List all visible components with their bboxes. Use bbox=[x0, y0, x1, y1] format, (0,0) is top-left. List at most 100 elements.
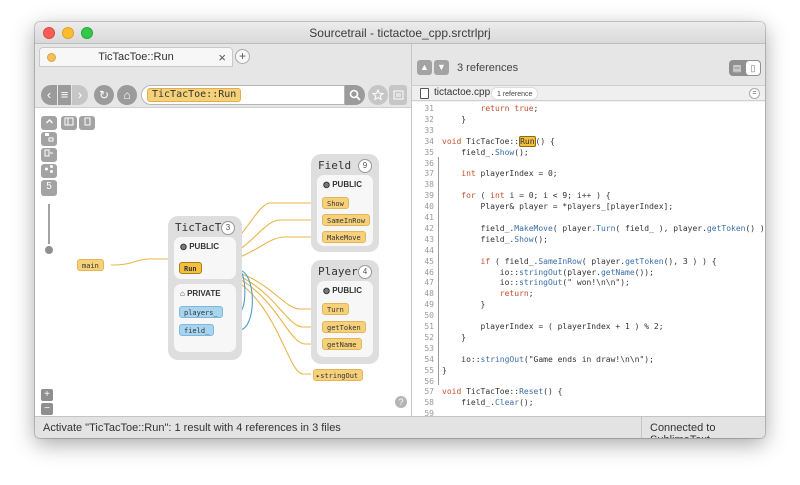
group-by-file-button[interactable] bbox=[41, 132, 57, 146]
graph-sidebar-toggle-button[interactable] bbox=[61, 116, 77, 130]
code-line[interactable]: 46 io::stringOut(player.getName()); bbox=[412, 267, 765, 278]
node-players[interactable]: players_ bbox=[179, 306, 223, 318]
class-tictactoe-badge[interactable]: 3 bbox=[221, 221, 235, 235]
code-line[interactable]: 38 bbox=[412, 179, 765, 190]
class-player[interactable]: Player 4 ◍ PUBLIC Turn getToken getName bbox=[311, 260, 379, 364]
add-tab-button[interactable]: + bbox=[235, 49, 250, 64]
previous-reference-button[interactable]: ▲ bbox=[417, 60, 432, 75]
line-text: for ( int i = 0; i < 9; i++ ) { bbox=[461, 191, 611, 201]
single-file-view-icon[interactable]: ▯ bbox=[746, 61, 760, 75]
bookmark-button[interactable] bbox=[368, 85, 388, 105]
search-token-chip[interactable]: TicTacToe::Run bbox=[147, 88, 242, 102]
code-line[interactable]: 50 bbox=[412, 310, 765, 321]
forward-button[interactable]: › bbox=[72, 85, 88, 105]
class-field[interactable]: Field 9 ◍ PUBLIC Show SameInRow MakeMove bbox=[311, 154, 379, 252]
tab-tictactoe-run[interactable]: TicTacToe::Run × bbox=[39, 47, 233, 67]
node-getname[interactable]: getName bbox=[322, 338, 362, 350]
app-window: Sourcetrail - tictactoe_cpp.srctrlprj Ti… bbox=[35, 22, 765, 438]
line-number: 49 bbox=[424, 300, 434, 310]
bookmarks-button[interactable] bbox=[389, 85, 407, 105]
code-line[interactable]: 43 field_.Show(); bbox=[412, 234, 765, 245]
code-line[interactable]: 42 field_.MakeMove( player.Turn( field_ … bbox=[412, 223, 765, 234]
ide-connection-status[interactable]: Connected to SublimeText bbox=[650, 422, 716, 438]
back-button[interactable]: ‹ bbox=[41, 85, 57, 105]
line-number: 31 bbox=[424, 104, 434, 113]
code-line[interactable]: 44 bbox=[412, 245, 765, 256]
node-makemove[interactable]: MakeMove bbox=[322, 231, 366, 243]
code-line[interactable]: 35 field_.Show(); bbox=[412, 147, 765, 158]
chevron-up-icon bbox=[45, 119, 53, 124]
maximize-window-button[interactable] bbox=[81, 27, 93, 39]
line-number: 41 bbox=[424, 213, 434, 222]
code-line[interactable]: 48 return; bbox=[412, 288, 765, 299]
class-player-badge[interactable]: 4 bbox=[358, 265, 372, 279]
node-main[interactable]: main bbox=[77, 259, 104, 271]
list-view-icon[interactable]: ▤ bbox=[732, 63, 742, 73]
line-number: 43 bbox=[424, 234, 434, 244]
code-view-toggle[interactable]: ▤ ▯ bbox=[729, 60, 761, 76]
search-button[interactable] bbox=[345, 85, 365, 105]
code-line[interactable]: 31 return true; bbox=[412, 103, 765, 114]
code-line[interactable]: 58 field_.Clear(); bbox=[412, 397, 765, 408]
graph-view[interactable]: 5 bbox=[35, 108, 411, 416]
collapse-graph-button[interactable] bbox=[41, 116, 57, 130]
line-number: 54 bbox=[424, 354, 434, 364]
code-line[interactable]: 47 io::stringOut(" won!\n\n"); bbox=[412, 277, 765, 288]
document-icon bbox=[84, 117, 90, 126]
close-window-button[interactable] bbox=[43, 27, 55, 39]
file-name[interactable]: tictactoe.cpp bbox=[434, 87, 491, 98]
file-header[interactable]: tictactoe.cpp 1 reference = bbox=[412, 86, 765, 101]
depth-slider-handle[interactable] bbox=[43, 244, 55, 256]
tab-close-icon[interactable]: × bbox=[218, 50, 226, 65]
node-stringout[interactable]: ▸stringOut bbox=[313, 369, 364, 381]
node-gettoken[interactable]: getToken bbox=[322, 321, 366, 333]
tictactoe-public-section: ◍ PUBLIC Run bbox=[174, 237, 236, 279]
line-text: void TicTacToe::Run() { bbox=[442, 135, 555, 147]
refresh-button[interactable]: ↻ bbox=[94, 85, 114, 105]
history-button[interactable]: ≡ bbox=[58, 85, 71, 105]
home-button[interactable]: ⌂ bbox=[117, 85, 137, 105]
code-line[interactable]: 55} bbox=[412, 365, 765, 376]
depth-slider-track[interactable] bbox=[48, 204, 50, 252]
node-show[interactable]: Show bbox=[322, 197, 349, 209]
next-reference-button[interactable]: ▼ bbox=[434, 60, 449, 75]
node-sameinrow[interactable]: SameInRow bbox=[322, 214, 370, 226]
node-run[interactable]: Run bbox=[179, 262, 202, 274]
collapse-file-icon[interactable]: = bbox=[749, 88, 760, 99]
minimize-window-button[interactable] bbox=[62, 27, 74, 39]
code-line[interactable]: 32 } bbox=[412, 114, 765, 125]
code-line[interactable]: 41 bbox=[412, 212, 765, 223]
code-line[interactable]: 51 playerIndex = ( playerIndex + 1 ) % 2… bbox=[412, 321, 765, 332]
code-line[interactable]: 36 bbox=[412, 158, 765, 169]
node-turn[interactable]: Turn bbox=[322, 303, 349, 315]
code-line[interactable]: 33 bbox=[412, 125, 765, 136]
line-text: playerIndex = ( playerIndex + 1 ) % 2; bbox=[442, 322, 664, 331]
code-line[interactable]: 54 io::stringOut("Game ends in draw!\n\n… bbox=[412, 354, 765, 365]
code-line[interactable]: 40 Player& player = *players_[playerInde… bbox=[412, 201, 765, 212]
help-button[interactable]: ? bbox=[395, 396, 407, 408]
code-line[interactable]: 37 int playerIndex = 0; bbox=[412, 168, 765, 179]
group-by-namespace-button[interactable] bbox=[41, 148, 57, 162]
code-line[interactable]: 45 if ( field_.SameInRow( player.getToke… bbox=[412, 256, 765, 267]
pane-divider[interactable] bbox=[411, 44, 412, 416]
tictactoe-private-label: PRIVATE bbox=[187, 289, 221, 298]
class-tictactoe[interactable]: TicTacToe 3 ◍ PUBLIC Run ⌂ PRIVATE playe… bbox=[168, 216, 242, 360]
class-field-badge[interactable]: 9 bbox=[358, 159, 372, 173]
code-line[interactable]: 53 bbox=[412, 343, 765, 354]
node-field[interactable]: field_ bbox=[179, 324, 215, 336]
zoom-out-button[interactable]: − bbox=[41, 403, 53, 415]
code-line[interactable]: 49 } bbox=[412, 299, 765, 310]
search-input[interactable]: TicTacToe::Run bbox=[141, 85, 345, 105]
line-number: 38 bbox=[424, 180, 434, 190]
zoom-in-button[interactable]: + bbox=[41, 389, 53, 401]
code-line[interactable]: 39 for ( int i = 0; i < 9; i++ ) { bbox=[412, 190, 765, 201]
code-line[interactable]: 59 bbox=[412, 408, 765, 416]
code-line[interactable]: 52 } bbox=[412, 332, 765, 343]
panel-icon bbox=[64, 117, 74, 126]
layout-button[interactable] bbox=[41, 164, 57, 178]
code-line[interactable]: 56 bbox=[412, 376, 765, 387]
graph-export-button[interactable] bbox=[79, 116, 95, 130]
